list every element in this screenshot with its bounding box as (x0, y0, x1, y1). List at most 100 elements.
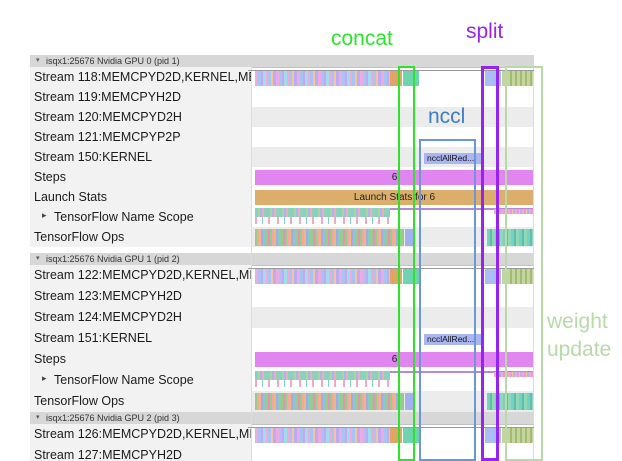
row-track[interactable] (252, 207, 534, 227)
row-label[interactable]: ▸ TensorFlow Name Scope (30, 207, 252, 227)
weight-update-kernels-bar[interactable] (502, 70, 534, 86)
section-track-border (248, 268, 534, 269)
row-label[interactable]: Steps (30, 349, 252, 370)
section-track-border (248, 427, 534, 428)
track-row-steps: Steps 6 (30, 349, 534, 370)
tf-ops-events-bar[interactable] (255, 393, 404, 410)
row-label-text: Stream 124:MEMCPYD2H (34, 310, 182, 324)
tf-ops-events-bar[interactable] (255, 229, 404, 246)
track-row-tf-ops: TensorFlow Ops (30, 227, 534, 247)
row-label-text: Stream 123:MEMCPYH2D (34, 289, 182, 303)
row-label-text: TensorFlow Ops (34, 394, 125, 408)
row-label-text: Stream 127:MEMCPYH2D (34, 448, 182, 461)
row-label[interactable]: Stream 120:MEMCPYD2H (30, 107, 252, 127)
row-track[interactable] (252, 107, 534, 127)
name-scope-events-bar[interactable] (255, 371, 390, 380)
row-label[interactable]: TensorFlow Ops (30, 227, 252, 247)
device-header-gpu0[interactable]: ▾ isqx1:25676 Nvidia GPU 0 (pid 1) (30, 55, 534, 68)
row-label-text: Stream 126:MEMCPYD2D,KERNEL,MI (34, 427, 252, 441)
weight-update-kernels-bar[interactable] (502, 268, 534, 284)
split-annotation-label: split (466, 20, 504, 43)
name-scope-events-detail[interactable] (255, 217, 390, 224)
device-header-gpu1[interactable]: ▾ isqx1:25676 Nvidia GPU 1 (pid 2) (30, 253, 534, 266)
row-label-text: Stream 120:MEMCPYD2H (34, 110, 182, 124)
launch-stats-bar[interactable]: Launch Stats for 6 (255, 190, 534, 205)
tf-ops-nccl-bar[interactable] (405, 229, 415, 246)
row-label[interactable]: Stream 150:KERNEL (30, 147, 252, 167)
track-row-stream-124: Stream 124:MEMCPYD2H (30, 307, 534, 328)
weight-update-kernels-bar[interactable] (502, 427, 534, 443)
row-label[interactable]: ▸ TensorFlow Name Scope (30, 370, 252, 391)
nccl-annotation-label: nccl (428, 105, 466, 128)
row-label[interactable]: Launch Stats (30, 187, 252, 207)
row-label-text: Steps (34, 352, 66, 366)
row-track[interactable]: 6 (252, 349, 534, 370)
name-scope-right-bar[interactable] (494, 209, 534, 214)
row-label-text: TensorFlow Name Scope (54, 373, 194, 387)
row-label[interactable]: Stream 121:MEMCPYP2P (30, 127, 252, 147)
track-row-tf-ops: TensorFlow Ops (30, 391, 534, 412)
row-label[interactable]: Stream 123:MEMCPYH2D (30, 286, 252, 307)
kernel-events-bar[interactable] (255, 70, 390, 86)
row-track[interactable]: ncclAllRed... (252, 328, 534, 349)
time-gridline (251, 67, 252, 461)
step-bar[interactable]: 6 (255, 170, 534, 185)
expand-arrow-icon: ▸ (42, 373, 47, 383)
name-scope-right-bar[interactable] (494, 372, 534, 377)
tf-ops-nccl-bar[interactable] (405, 393, 415, 410)
track-row-stream-122: Stream 122:MEMCPYD2D,KERNEL,MI (30, 265, 534, 286)
row-track[interactable] (252, 370, 534, 391)
row-label-text: Stream 121:MEMCPYP2P (34, 130, 181, 144)
concat-kernel-bar[interactable] (403, 427, 419, 443)
row-label[interactable]: Stream 127:MEMCPYH2D (30, 445, 252, 461)
row-track[interactable]: 6 (252, 167, 534, 187)
name-scope-thin-bar[interactable] (390, 208, 534, 210)
kernel-events-bar[interactable] (255, 268, 390, 284)
row-label[interactable]: Stream 126:MEMCPYD2D,KERNEL,MI (30, 424, 252, 445)
kernel-events-bar[interactable] (255, 427, 390, 443)
row-label-text: Stream 150:KERNEL (34, 150, 153, 164)
track-row-stream-127: Stream 127:MEMCPYH2D (30, 445, 534, 461)
step-bar[interactable]: 6 (255, 352, 534, 367)
nccl-allreduce-bar[interactable]: ncclAllRed... (424, 153, 482, 164)
track-row-stream-126: Stream 126:MEMCPYD2D,KERNEL,MI (30, 424, 534, 445)
weight-update-line1: weight (547, 310, 608, 333)
row-track[interactable] (252, 227, 534, 247)
track-row-stream-118: Stream 118:MEMCPYD2D,KERNEL,ME (30, 67, 534, 87)
row-label[interactable]: Stream 122:MEMCPYD2D,KERNEL,MI (30, 265, 252, 286)
name-scope-events-bar[interactable] (255, 208, 390, 217)
row-label-text: Stream 118:MEMCPYD2D,KERNEL,ME (34, 70, 252, 84)
name-scope-events-detail[interactable] (255, 380, 390, 387)
row-label[interactable]: Steps (30, 167, 252, 187)
name-scope-thin-bar[interactable] (390, 371, 534, 373)
time-gridline (533, 67, 534, 461)
track-row-tf-name-scope: ▸ TensorFlow Name Scope (30, 207, 534, 227)
device-header-label: isqx1:25676 Nvidia GPU 1 (pid 2) (46, 254, 180, 264)
device-header-gpu2[interactable]: ▾isqx1:25676 Nvidia GPU 2 (pid 3) (30, 412, 534, 425)
row-track[interactable]: Launch Stats for 6 (252, 187, 534, 207)
track-row-stream-150: Stream 150:KERNEL ncclAllRed... (30, 147, 534, 167)
collapse-arrow-icon: ▾ (36, 57, 40, 64)
row-label-text: TensorFlow Name Scope (54, 210, 194, 224)
row-label[interactable]: Stream 124:MEMCPYD2H (30, 307, 252, 328)
row-track[interactable]: ncclAllRed... (252, 147, 534, 167)
concat-annotation-box (398, 66, 415, 461)
row-track[interactable] (252, 307, 534, 328)
concat-annotation-label: concat (331, 27, 393, 50)
expand-arrow-icon: ▸ (42, 210, 47, 220)
collapse-arrow-icon: ▾ (36, 414, 40, 421)
concat-kernel-bar[interactable] (403, 70, 419, 86)
collapse-arrow-icon: ▾ (36, 255, 40, 262)
row-label[interactable]: Stream 119:MEMCPYH2D (30, 87, 252, 107)
row-label[interactable]: Stream 151:KERNEL (30, 328, 252, 349)
concat-kernel-bar[interactable] (403, 268, 419, 284)
row-label-text: Stream 119:MEMCPYH2D (34, 90, 182, 104)
weight-update-line2: update (547, 338, 612, 361)
device-header-label: isqx1:25676 Nvidia GPU 0 (pid 1) (46, 56, 180, 66)
track-row-stream-119: Stream 119:MEMCPYH2D (30, 87, 534, 107)
track-row-launch-stats: Launch Stats Launch Stats for 6 (30, 187, 534, 207)
row-label[interactable]: TensorFlow Ops (30, 391, 252, 412)
row-label[interactable]: Stream 118:MEMCPYD2D,KERNEL,ME (30, 67, 252, 87)
nccl-allreduce-bar[interactable]: ncclAllRed... (424, 334, 482, 345)
